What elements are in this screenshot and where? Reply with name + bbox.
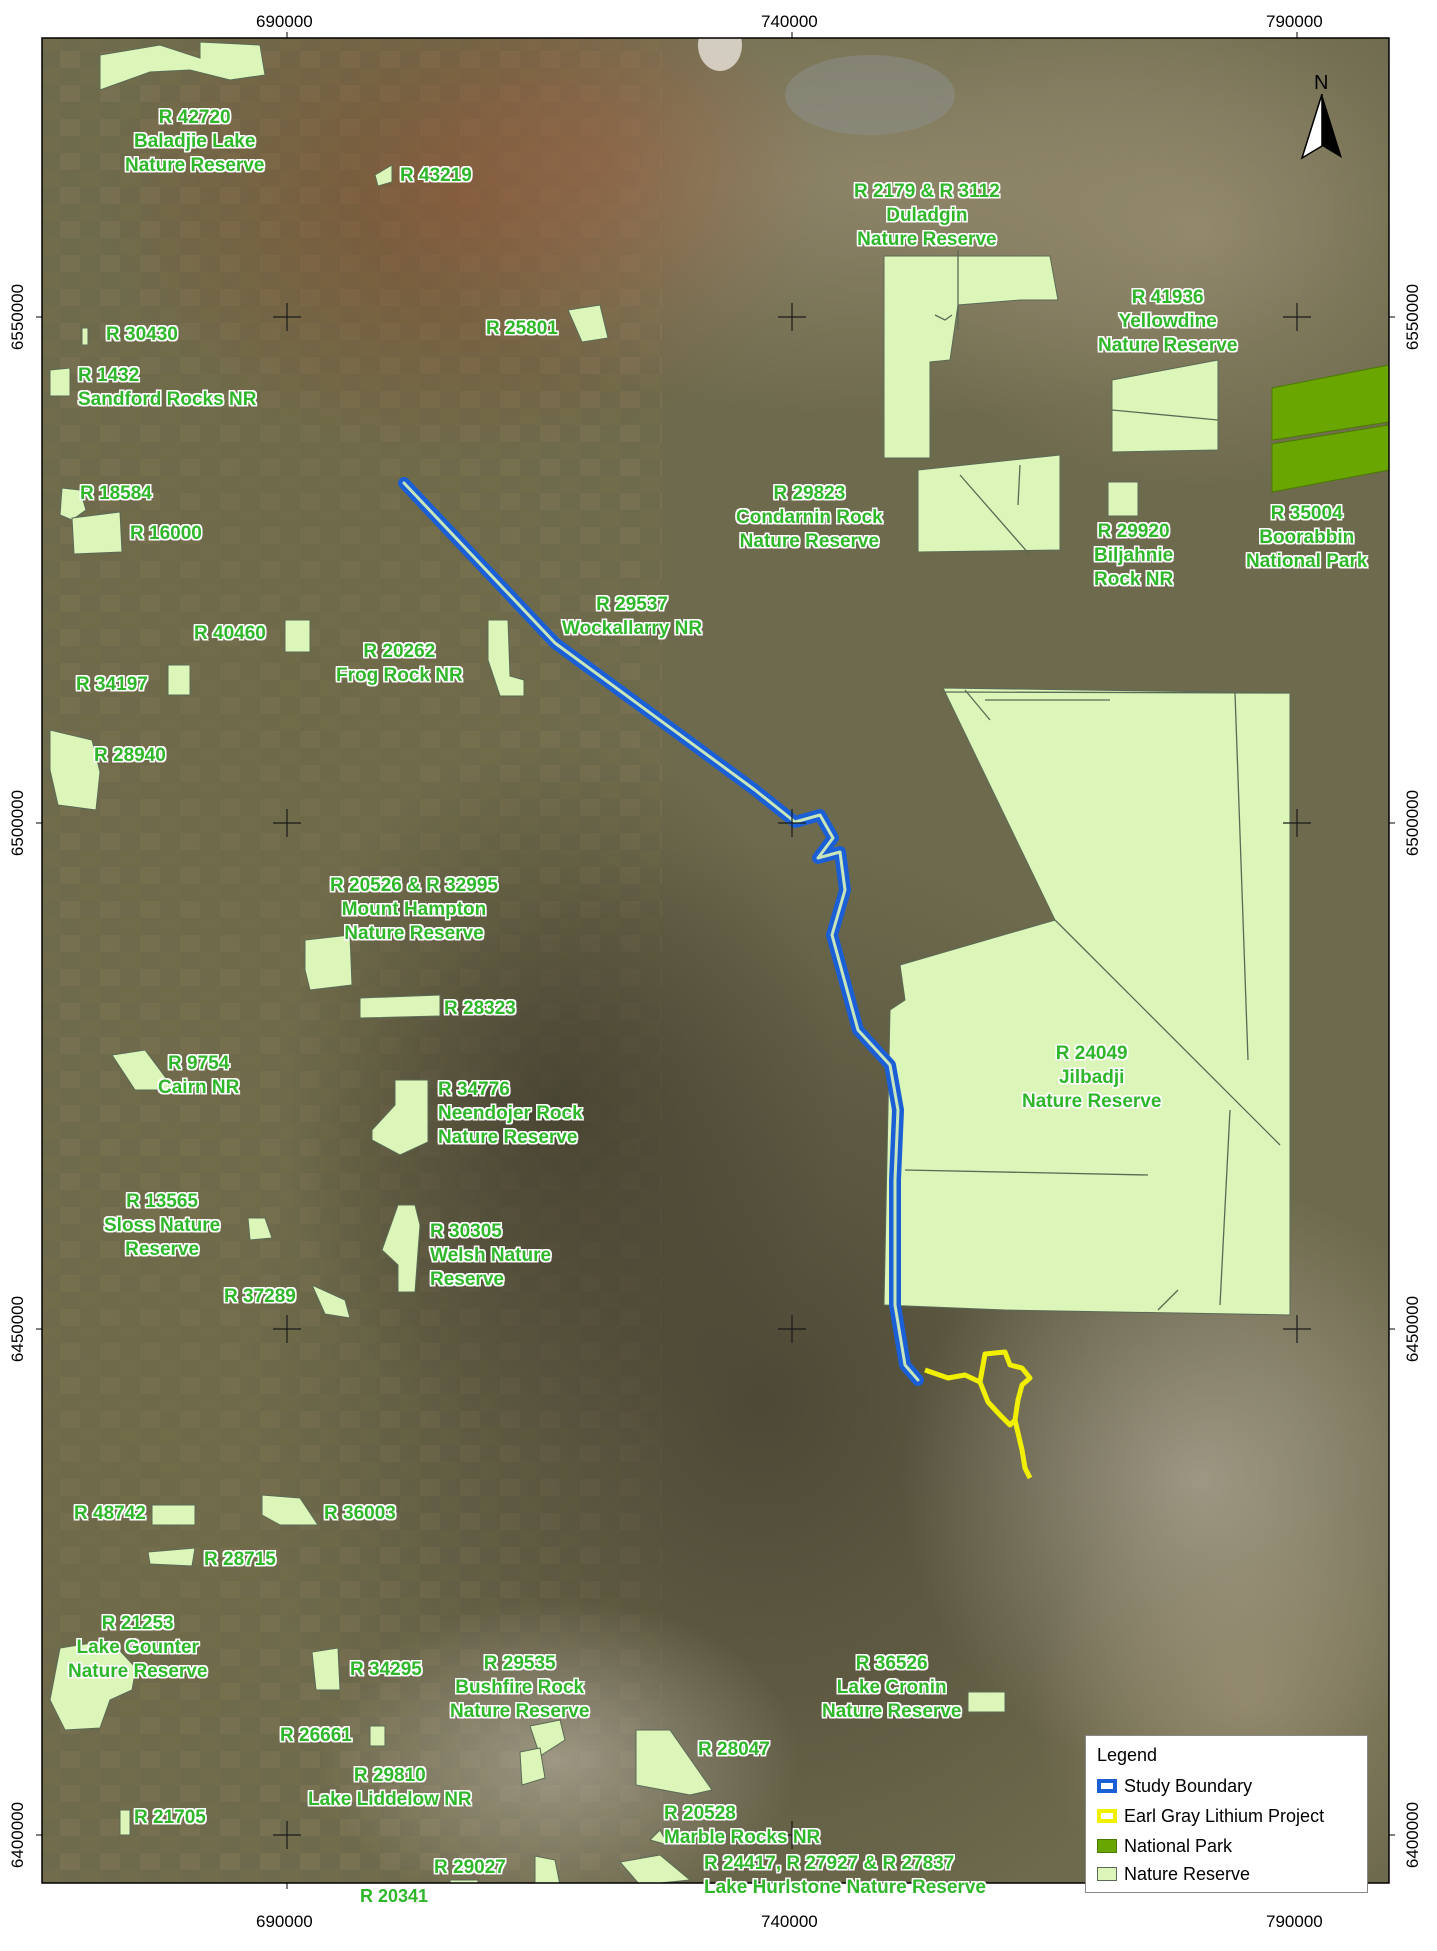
study-boundary <box>398 477 924 1386</box>
label-r30430: R 30430 <box>106 324 178 345</box>
grid-label-y-6550000-left: 6550000 <box>8 283 27 351</box>
map-border-ticks <box>36 32 1395 1889</box>
label-r28940: R 28940 <box>94 745 166 766</box>
label-r21705: R 21705 <box>134 1807 206 1828</box>
grid-label-y-6400000-left: 6400000 <box>8 1801 27 1869</box>
label-r28047: R 28047 <box>698 1739 770 1760</box>
label-r43219: R 43219 <box>400 165 472 186</box>
label-r48742: R 48742 <box>74 1503 146 1524</box>
grid-label-y-6450000-right: 6450000 <box>1403 1295 1422 1363</box>
nature-reserve-swatch-icon <box>1097 1867 1117 1881</box>
label-r34295: R 34295 <box>350 1659 422 1680</box>
legend-title: Legend <box>1097 1745 1158 1765</box>
national-park-swatch-icon <box>1097 1839 1117 1853</box>
legend-label: National Park <box>1124 1835 1233 1856</box>
legend-item-study-boundary: Study Boundary <box>1097 1774 1252 1798</box>
label-r40460: R 40460 <box>194 623 266 644</box>
legend-label: Study Boundary <box>1124 1775 1253 1796</box>
legend-item-national-park: National Park <box>1097 1834 1232 1858</box>
north-label: N <box>1314 72 1329 94</box>
grid-label-x-790000-top: 790000 <box>1266 12 1323 31</box>
legend-item-project: Earl Gray Lithium Project <box>1097 1804 1324 1828</box>
label-r18584: R 18584 <box>80 483 152 504</box>
grid-label-x-740000-bottom: 740000 <box>761 1912 818 1931</box>
study-boundary-swatch-icon <box>1097 1779 1117 1793</box>
label-r34197: R 34197 <box>76 674 148 695</box>
nature-reserve-polygons <box>49 41 1291 1883</box>
grid-label-y-6500000-right: 6500000 <box>1403 789 1422 857</box>
grid-label-y-6400000-right: 6400000 <box>1403 1801 1422 1869</box>
label-r29027: R 29027 <box>434 1857 506 1878</box>
label-r26661: R 26661 <box>280 1725 352 1746</box>
label-r28715: R 28715 <box>204 1549 276 1570</box>
national-park-polygon <box>1271 364 1389 493</box>
label-r28323: R 28323 <box>444 998 516 1019</box>
grid-label-x-740000-top: 740000 <box>761 12 818 31</box>
grid-label-x-690000-bottom: 690000 <box>256 1912 313 1931</box>
legend-label: Earl Gray Lithium Project <box>1124 1805 1325 1826</box>
grid-label-y-6550000-right: 6550000 <box>1403 283 1422 351</box>
legend-item-nature-reserve: Nature Reserve <box>1097 1862 1250 1886</box>
earl-gray-project-boundary <box>924 1349 1033 1480</box>
label-r37289: R 37289 <box>224 1286 296 1307</box>
label-r20341: R 20341 <box>360 1886 429 1906</box>
legend: Legend Study Boundary Earl Gray Lithium … <box>1085 1735 1368 1893</box>
grid-label-x-790000-bottom: 790000 <box>1266 1912 1323 1931</box>
project-swatch-icon <box>1097 1809 1117 1823</box>
grid-label-y-6450000-left: 6450000 <box>8 1295 27 1363</box>
grid-label-y-6500000-left: 6500000 <box>8 789 27 857</box>
label-r25801: R 25801 <box>486 318 558 339</box>
reserve-boundaries <box>904 250 1291 1311</box>
label-r36003: R 36003 <box>324 1503 396 1524</box>
label-r16000: R 16000 <box>130 523 202 544</box>
grid-label-x-690000-top: 690000 <box>256 12 313 31</box>
legend-label: Nature Reserve <box>1124 1863 1251 1884</box>
